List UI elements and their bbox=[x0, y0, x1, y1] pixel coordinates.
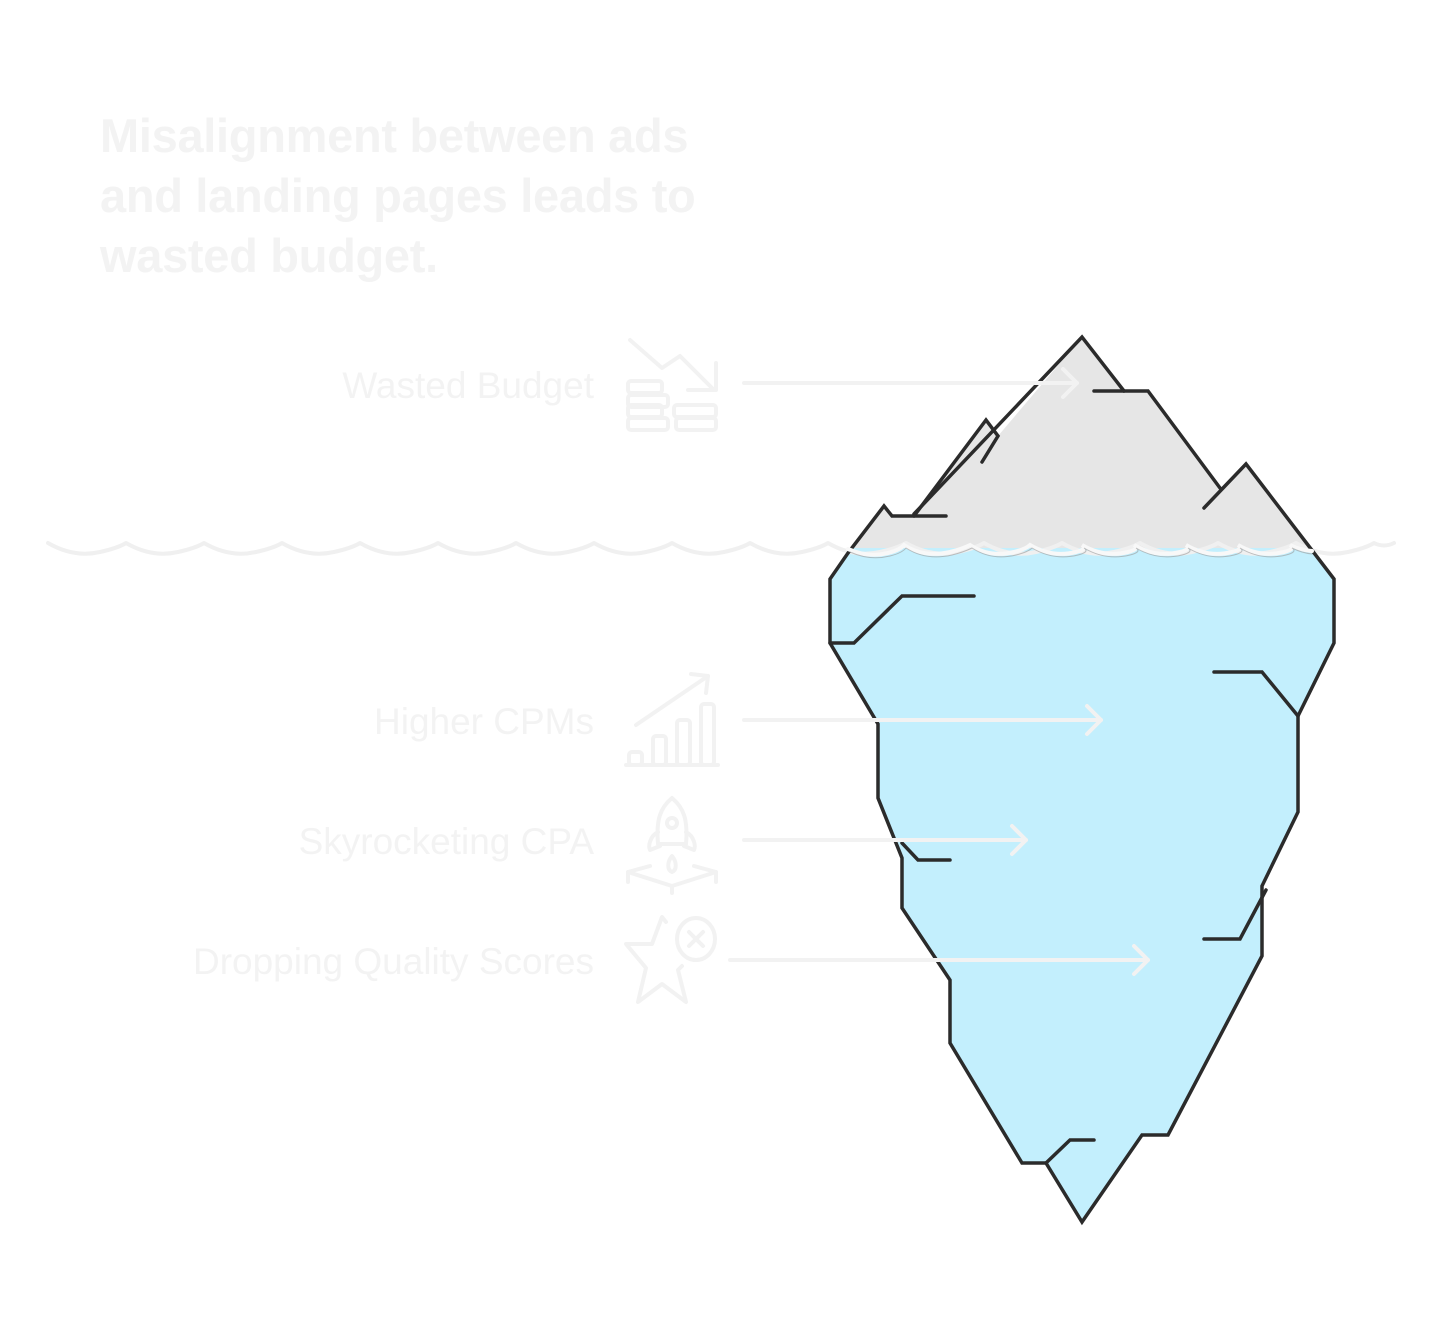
label-skyrocketing-cpa: Skyrocketing CPA bbox=[298, 821, 594, 862]
arrow-skyrocketing-cpa bbox=[742, 824, 1028, 856]
star-with-x-icon bbox=[624, 915, 717, 1004]
rising-bar-chart-icon bbox=[624, 672, 720, 767]
arrow-dropping-quality-scores bbox=[728, 944, 1150, 976]
arrow-higher-cpms bbox=[742, 704, 1103, 736]
iceberg-outline bbox=[828, 334, 1336, 1226]
waterline-overlay bbox=[846, 542, 1314, 559]
arrows bbox=[728, 367, 1150, 976]
label-higher-cpms: Higher CPMs bbox=[374, 701, 594, 742]
label-dropping-quality-scores: Dropping Quality Scores bbox=[192, 941, 594, 982]
falling-coins-icon bbox=[626, 338, 718, 432]
label-wasted-budget: Wasted Budget bbox=[342, 365, 594, 406]
iceberg-tip bbox=[851, 337, 1311, 548]
arrow-wasted-budget bbox=[742, 367, 1079, 399]
diagram-title: Misalignment between ads and landing pag… bbox=[100, 109, 696, 282]
rocket-launch-icon bbox=[626, 796, 718, 895]
iceberg-underwater bbox=[830, 548, 1334, 1222]
